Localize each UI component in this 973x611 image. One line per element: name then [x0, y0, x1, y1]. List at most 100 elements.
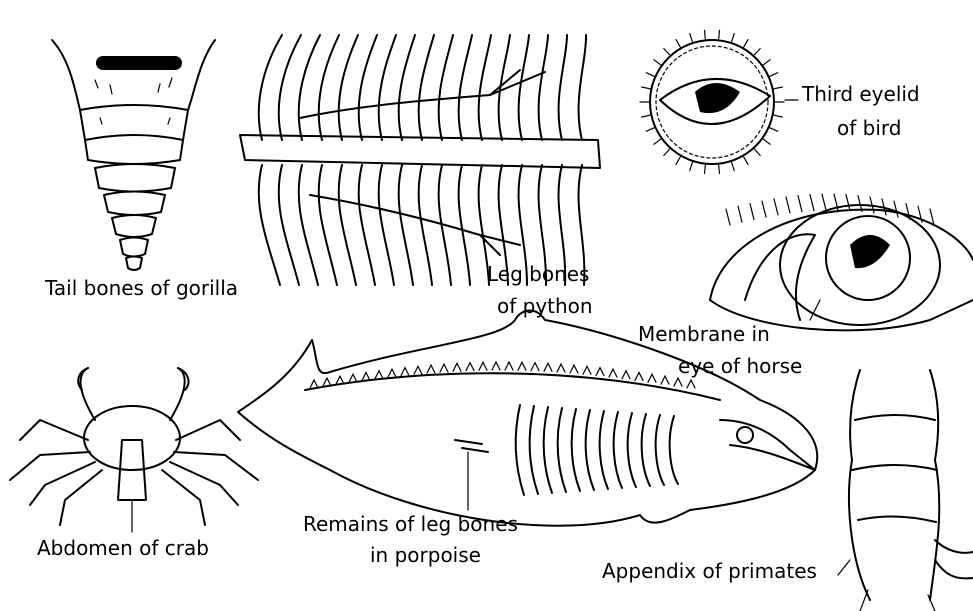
python-rib: [339, 165, 356, 285]
python-rib: [399, 35, 415, 140]
porpoise-rib: [572, 409, 580, 491]
python-rib: [299, 165, 318, 285]
vertebra: [531, 363, 539, 371]
python-rib: [559, 35, 567, 140]
eyelash: [654, 60, 662, 66]
crab-icon: [10, 368, 258, 532]
vertebra: [557, 364, 565, 372]
eyelash: [743, 156, 748, 165]
label-appendix: Appendix of primates: [602, 561, 817, 581]
eyelash: [769, 127, 778, 131]
eyelash: [726, 209, 730, 225]
eyelash: [773, 87, 783, 89]
eyelash: [654, 138, 662, 144]
eyelash: [774, 199, 778, 215]
vertebra: [440, 364, 448, 372]
eyelash: [894, 201, 898, 217]
python-rib: [319, 35, 339, 140]
eyelash: [786, 197, 790, 213]
eyelash: [690, 161, 693, 171]
label-porpoise-line1: Remains of leg bones: [303, 514, 518, 534]
python-rib: [479, 35, 491, 140]
eyelash: [762, 138, 770, 144]
python-rib: [579, 35, 587, 140]
vertebra: [544, 363, 552, 371]
eyelash: [743, 40, 748, 49]
python-rib: [359, 35, 377, 140]
eyelash: [846, 195, 850, 211]
label-python-line2: of python: [497, 296, 593, 316]
vertebra: [648, 374, 656, 382]
python-rib: [259, 165, 280, 285]
vertebra: [635, 372, 643, 380]
python-rib: [439, 35, 453, 140]
eyelash: [690, 34, 693, 44]
eyelash: [754, 49, 761, 56]
eyelash: [762, 60, 770, 66]
horse-eye-icon: [710, 194, 973, 330]
vertebra: [596, 368, 604, 376]
eyelash: [664, 49, 671, 56]
label-horse-line2: eye of horse: [678, 356, 802, 376]
porpoise-rib: [614, 412, 622, 488]
python-rib: [279, 35, 301, 140]
vertebra: [622, 371, 630, 379]
eyelash: [754, 148, 761, 155]
vertebra: [388, 369, 396, 377]
vertebra: [362, 372, 370, 380]
vertebra: [505, 362, 513, 370]
vertebra: [427, 365, 435, 373]
label-crab: Abdomen of crab: [37, 538, 209, 558]
python-rib: [519, 35, 529, 140]
porpoise-rib: [628, 413, 636, 487]
eyelash: [798, 196, 802, 212]
python-rib: [419, 35, 434, 140]
label-python-line1: Leg bones: [487, 264, 589, 284]
eyelash: [731, 161, 734, 171]
eyelash: [762, 201, 766, 217]
eyelash: [705, 164, 706, 174]
python-rib: [459, 165, 470, 285]
python-rib: [359, 165, 375, 285]
vertebra: [492, 362, 500, 370]
eyelash: [738, 206, 742, 222]
vertebra: [323, 378, 331, 386]
python-rib: [419, 165, 432, 285]
vertebra: [661, 376, 669, 384]
vertebra: [609, 369, 617, 377]
porpoise-rib: [600, 411, 608, 489]
eyelash: [769, 73, 778, 77]
vertebra: [518, 362, 526, 370]
eyelash: [750, 204, 754, 220]
vertebra: [479, 362, 487, 370]
python-rib: [279, 165, 299, 285]
label-bird-line1: Third eyelid: [802, 84, 920, 104]
porpoise-rib: [530, 406, 538, 494]
eyelash: [664, 148, 671, 155]
vertebra: [414, 366, 422, 374]
eyelash: [773, 115, 783, 117]
vertebra: [401, 368, 409, 376]
python-skeleton-icon: [240, 35, 600, 285]
vertebra: [336, 376, 344, 384]
porpoise-rib: [558, 408, 566, 492]
eyelash: [731, 34, 734, 44]
label-bird-line2: of bird: [837, 118, 901, 138]
appendix-icon: [849, 370, 973, 611]
vertebra: [310, 380, 318, 388]
porpoise-rib: [516, 405, 524, 495]
label-gorilla-tail: Tail bones of gorilla: [45, 278, 238, 298]
python-rib: [539, 35, 548, 140]
porpoise-rib: [670, 416, 678, 484]
eyelash: [705, 30, 706, 40]
vertebra: [453, 363, 461, 371]
porpoise-rib: [544, 407, 552, 493]
python-rib: [399, 165, 413, 285]
porpoise-rib: [586, 410, 594, 490]
eyelash: [676, 40, 681, 49]
vertebra: [466, 363, 474, 371]
porpoise-rib: [656, 415, 664, 485]
eyelash: [642, 115, 652, 117]
vertebra: [375, 371, 383, 379]
vertebra: [349, 374, 357, 382]
